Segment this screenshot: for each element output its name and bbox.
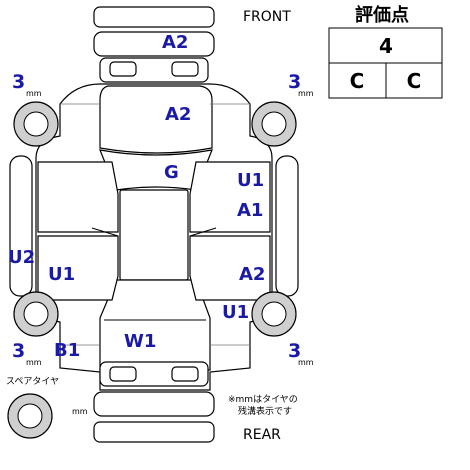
code-left-sill: U2 bbox=[8, 247, 35, 268]
tire-front-left bbox=[13, 101, 59, 147]
score-table-title: 評価点 bbox=[355, 4, 409, 26]
tread-depth-front-right: 3 bbox=[288, 71, 301, 93]
code-left-rear-fender: B1 bbox=[54, 340, 80, 361]
score-table: 評価点 4 C C bbox=[328, 4, 443, 99]
tread-note-line2: 残溝表示です bbox=[238, 405, 292, 417]
tread-unit-rear-right: mm bbox=[298, 358, 314, 367]
tread-unit-front-left: mm bbox=[26, 89, 42, 98]
tire-rear-right bbox=[251, 291, 297, 337]
tread-unit-rear-left: mm bbox=[26, 358, 42, 367]
code-right-front-door-a: A1 bbox=[237, 200, 263, 221]
spare-tire-label: スペアタイヤ bbox=[6, 376, 59, 387]
rear-label: REAR bbox=[243, 427, 281, 443]
exterior-grade: C bbox=[407, 69, 422, 93]
code-right-rear-door: A2 bbox=[239, 264, 265, 285]
code-rear-glass: W1 bbox=[124, 331, 156, 352]
overall-score: 4 bbox=[379, 34, 393, 58]
spare-tire bbox=[7, 393, 53, 439]
code-roof: G bbox=[164, 162, 179, 183]
interior-grade: C bbox=[350, 69, 365, 93]
rear-bumper bbox=[93, 361, 215, 443]
tread-unit-front-right: mm bbox=[298, 89, 314, 98]
car-body bbox=[9, 83, 299, 391]
tread-depth-rear-left: 3 bbox=[12, 340, 25, 362]
code-right-front-door-u: U1 bbox=[237, 170, 264, 191]
tread-depth-front-left: 3 bbox=[12, 71, 25, 93]
tire-rear-left bbox=[13, 291, 59, 337]
tread-note-line1: ※mmはタイヤの bbox=[228, 394, 298, 405]
code-right-rear-fender: U1 bbox=[222, 302, 249, 323]
front-label: FRONT bbox=[243, 9, 291, 25]
tread-depth-rear-right: 3 bbox=[288, 340, 301, 362]
code-front-bumper: A2 bbox=[162, 32, 188, 53]
spare-tire-unit: mm bbox=[72, 407, 88, 416]
front-bumper bbox=[93, 6, 215, 83]
code-left-rear-door: U1 bbox=[48, 264, 75, 285]
tire-front-right bbox=[251, 101, 297, 147]
code-hood: A2 bbox=[165, 104, 191, 125]
